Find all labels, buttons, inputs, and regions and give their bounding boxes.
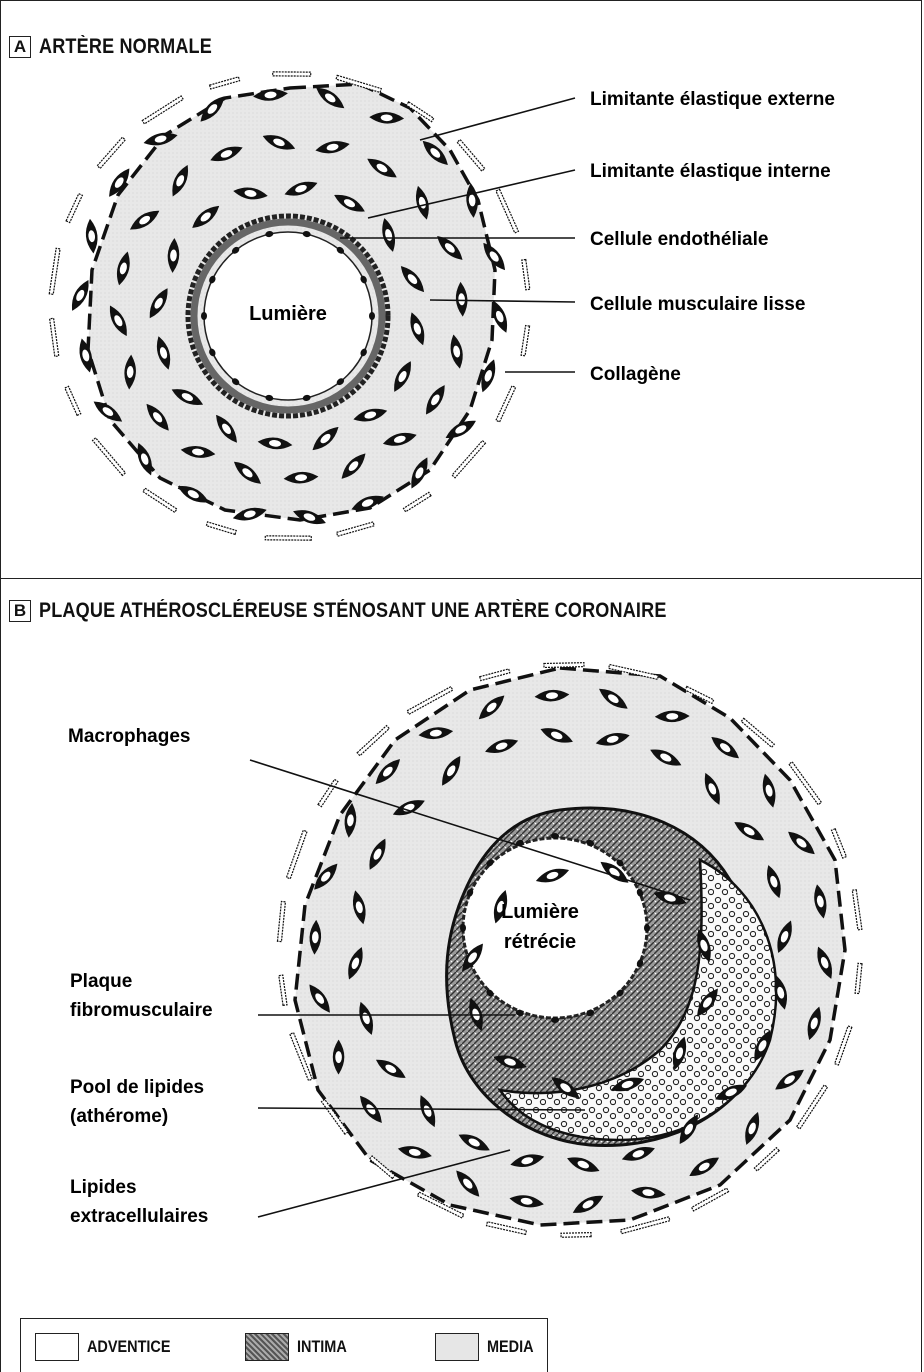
collagen-fiber [143, 488, 177, 512]
collagen-fiber [93, 438, 126, 476]
legend-label-adventice: ADVENTICE [87, 1337, 170, 1357]
collagen-fiber [561, 1233, 591, 1238]
legend-swatch-intima [245, 1333, 289, 1361]
smooth-muscle-cell [68, 279, 92, 312]
collagen-fiber [452, 441, 485, 478]
label-internal-elastic-lamina: Limitante élastique interne [590, 161, 831, 182]
collagen-fiber [403, 492, 430, 511]
smooth-muscle-cell [85, 220, 98, 253]
label-lipid-pool-2: (athérome) [70, 1106, 168, 1127]
collagen-fiber [457, 140, 485, 171]
diseased-artery-drawing: Lumière rétrécie [277, 663, 862, 1238]
label-fibromuscular-plaque-1: Plaque [70, 971, 132, 992]
lumen-label-b-line2: rétrécie [504, 931, 576, 953]
endothelial-cell [201, 312, 207, 320]
lumen-label-b-line1: Lumière [501, 901, 579, 923]
label-collagen: Collagène [590, 364, 681, 385]
collagen-fiber [855, 963, 862, 993]
label-extracellular-lipids-1: Lipides [70, 1177, 137, 1198]
collagen-fiber [210, 77, 240, 89]
endothelial-cell [644, 924, 650, 932]
collagen-fiber [496, 386, 516, 422]
label-macrophages: Macrophages [68, 726, 190, 747]
collagen-fiber [831, 829, 846, 858]
collagen-fiber [97, 137, 125, 168]
collagen-fiber [337, 522, 375, 536]
legend-label-intima: INTIMA [297, 1337, 347, 1357]
label-fibromuscular-plaque-2: fibromusculaire [70, 1000, 213, 1021]
collagen-fiber [142, 96, 183, 124]
collagen-fiber [206, 522, 236, 534]
label-lipid-pool-1: Pool de lipides [70, 1077, 204, 1098]
panel-b-labels: Macrophages Plaque fibromusculaire Pool … [68, 726, 213, 1227]
legend-item-intima: INTIMA [245, 1333, 356, 1361]
collagen-fiber [487, 1222, 527, 1235]
endothelial-cell [460, 924, 466, 932]
collagen-fiber [273, 72, 311, 76]
collagen-fiber [496, 189, 518, 233]
legend-label-media: MEDIA [487, 1337, 534, 1357]
collagen-fiber [544, 663, 584, 668]
collagen-fiber [521, 326, 529, 356]
legend-swatch-media [435, 1333, 479, 1361]
collagen-fiber [852, 890, 862, 930]
collagen-fiber [279, 975, 287, 1005]
legend: ADVENTICE INTIMA MEDIA [20, 1318, 548, 1372]
collagen-fiber [480, 669, 510, 681]
lumen-label-a: Lumière [249, 303, 327, 325]
legend-item-media: MEDIA [435, 1333, 542, 1361]
label-extracellular-lipids-2: extracellulaires [70, 1206, 208, 1227]
collagen-fiber [65, 386, 81, 415]
legend-swatch-adventice [35, 1333, 79, 1361]
panel-a-labels: Limitante élastique externe Limitante él… [590, 89, 835, 385]
collagen-fiber [49, 248, 60, 294]
label-endothelial-cell: Cellule endothéliale [590, 229, 768, 250]
label-external-elastic-lamina: Limitante élastique externe [590, 89, 835, 110]
legend-item-adventice: ADVENTICE [35, 1333, 185, 1361]
endothelial-cell [551, 833, 559, 839]
endothelial-cell [369, 312, 375, 320]
collagen-fiber [357, 726, 389, 756]
normal-artery-drawing: Lumière [49, 72, 530, 540]
label-smooth-muscle-cell: Cellule musculaire lisse [590, 294, 805, 315]
collagen-fiber [265, 536, 311, 540]
collagen-fiber [318, 779, 338, 806]
collagen-fiber [835, 1026, 852, 1065]
collagen-fiber [277, 901, 285, 941]
collagen-fiber [522, 260, 530, 290]
collagen-fiber [287, 830, 308, 878]
collagen-fiber [66, 194, 82, 223]
collagen-fiber [50, 318, 59, 356]
endothelial-cell [551, 1017, 559, 1023]
